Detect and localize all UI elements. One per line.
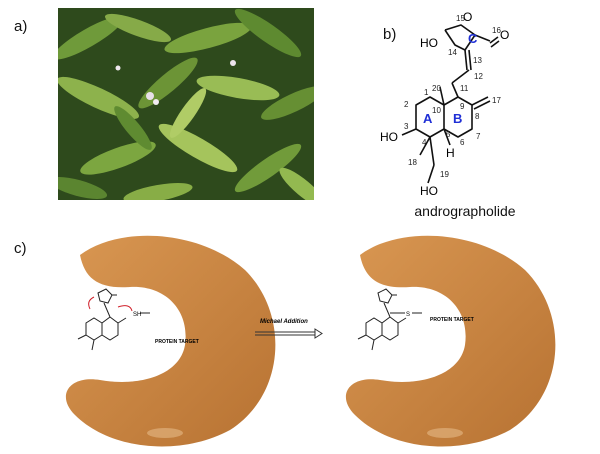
ring-b-label: B	[453, 111, 462, 126]
molecule-right	[357, 288, 422, 351]
ring-oxygen-label: O	[463, 10, 472, 24]
michael-addition-scheme: SH PROTEIN TARGET Michael Addition S PRO…	[65, 235, 556, 447]
atom-9: 9	[460, 102, 465, 111]
plant-photo	[58, 8, 314, 200]
atom-20: 20	[432, 84, 441, 93]
s-label: S	[406, 312, 410, 318]
ho-c19-label: HO	[420, 184, 438, 198]
panel-label-b: b)	[383, 26, 397, 43]
carbonyl-oxygen-label: O	[500, 28, 509, 42]
molecule-left	[77, 288, 150, 351]
leaf-cluster	[58, 8, 314, 200]
atom-1: 1	[424, 88, 429, 97]
atom-14: 14	[448, 48, 457, 57]
flower	[146, 92, 154, 100]
andrographolide-structure: O O HO HO HO H C A B 15 16 14 13 12 11 2…	[380, 10, 509, 198]
protein-target-left	[65, 235, 276, 447]
atom-15: 15	[456, 14, 465, 23]
panel-label-c: c)	[14, 240, 27, 257]
atom-12: 12	[474, 72, 483, 81]
molecule-name: andrographolide	[414, 203, 516, 219]
atom-8: 8	[475, 112, 480, 121]
protein-target-right	[345, 235, 556, 447]
atom-5: 5	[446, 130, 451, 139]
sh-label: SH	[133, 312, 141, 318]
atom-6: 6	[460, 138, 465, 147]
michael-addition-label: Michael Addition	[260, 319, 308, 325]
atom-4: 4	[422, 138, 427, 147]
atom-7: 7	[476, 132, 481, 141]
atom-10: 10	[432, 106, 441, 115]
ring-a-label: A	[423, 111, 433, 126]
h5-label: H	[446, 146, 455, 160]
atom-16: 16	[492, 26, 501, 35]
ho-c14-label: HO	[420, 36, 438, 50]
atom-19: 19	[440, 170, 449, 179]
atom-2: 2	[404, 100, 409, 109]
ring-c-label: C	[468, 31, 478, 46]
panel-label-a: a)	[14, 18, 28, 35]
protein-target-right-label: PROTEIN TARGET	[430, 317, 474, 323]
ho-c3-label: HO	[380, 130, 398, 144]
protein-target-left-label: PROTEIN TARGET	[155, 339, 199, 345]
electron-arrow-2	[117, 305, 133, 312]
atom-11: 11	[460, 84, 469, 93]
atom-17: 17	[492, 96, 501, 105]
atom-3: 3	[404, 122, 409, 131]
electron-arrow	[88, 296, 95, 310]
atom-18: 18	[408, 158, 417, 167]
atom-13: 13	[473, 56, 482, 65]
